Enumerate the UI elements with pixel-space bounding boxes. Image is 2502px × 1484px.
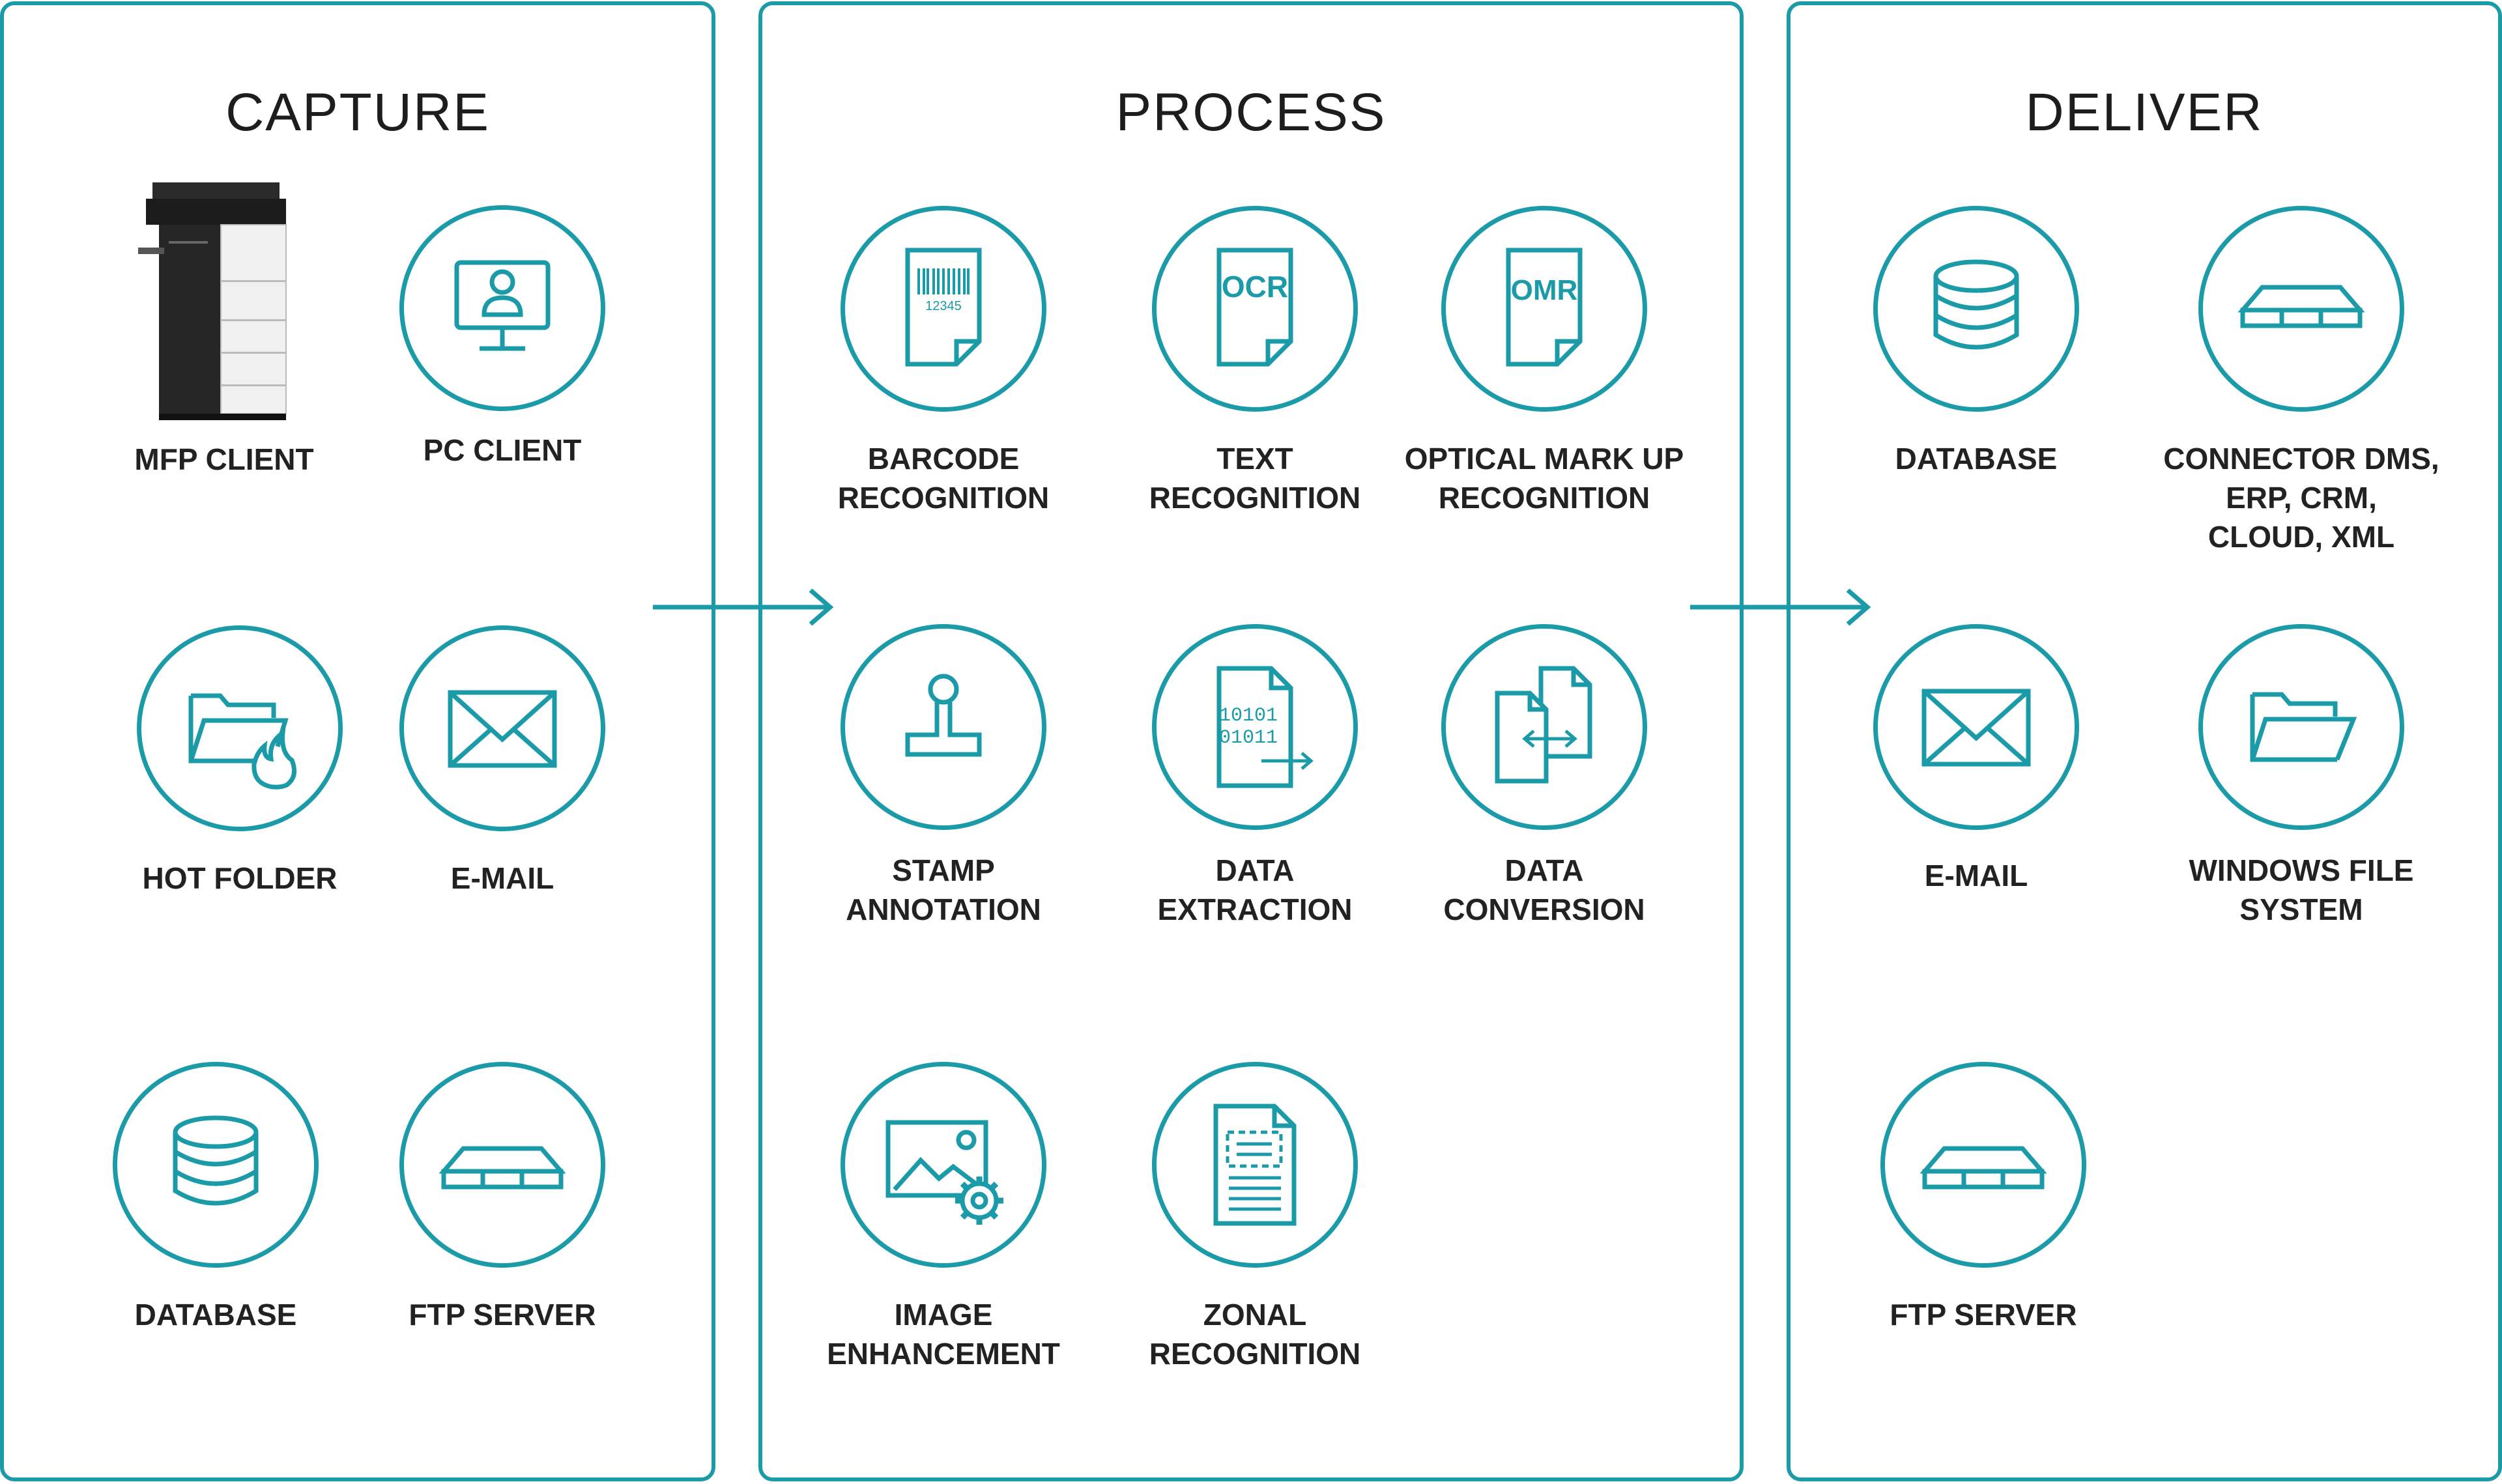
- extraction-circle: [1152, 624, 1358, 830]
- capture-title: CAPTURE: [225, 83, 490, 142]
- data-conversion-icon: [1495, 666, 1592, 784]
- hot-folder-icon: [188, 693, 297, 790]
- mfp-client-label: MFP CLIENT: [134, 442, 314, 476]
- envelope-icon: [448, 690, 557, 768]
- binary-line-2: 01011: [1219, 727, 1278, 749]
- deliver-ftp-label: FTP SERVER: [1890, 1298, 2077, 1332]
- ocr-document-icon: OCR: [1216, 248, 1293, 367]
- zonal-circle: [1152, 1062, 1358, 1268]
- envelope-icon: [1921, 689, 2031, 767]
- mfp-printer-icon: [138, 182, 287, 420]
- capture-panel: CAPTURE MFP CLIENT PC CLIENT: [0, 1, 715, 1481]
- process-panel: PROCESS 12345 BARCODE RECOGNITION OCR: [758, 1, 1744, 1481]
- deliver-email-label: E-MAIL: [1924, 859, 2028, 892]
- stamp-icon: [905, 674, 982, 757]
- barcode-circle: [841, 206, 1046, 412]
- deliver-title: DELIVER: [2025, 83, 2264, 142]
- omr-document-icon: OMR: [1506, 248, 1583, 367]
- database-icon: [173, 1115, 259, 1206]
- stamp-label: STAMP ANNOTATION: [846, 853, 1041, 926]
- extraction-label: DATA EXTRACTION: [1157, 853, 1353, 926]
- text-recognition-circle: [1152, 206, 1358, 412]
- arrow-process-to-deliver-icon: [1690, 588, 1871, 626]
- folder-icon: [2250, 692, 2357, 762]
- binary-line-1: 10101: [1219, 705, 1278, 727]
- server-icon: [1920, 1146, 2047, 1190]
- barcode-label: BARCODE RECOGNITION: [837, 442, 1050, 515]
- pc-client-circle: [399, 205, 605, 411]
- capture-database-circle: [113, 1062, 319, 1268]
- capture-ftp-circle: [399, 1062, 605, 1268]
- windows-fs-label: WINDOWS FILE SYSTEM: [2189, 853, 2414, 926]
- deliver-panel: DELIVER DATABASE CONNECTOR DMS, ERP, CRM…: [1787, 1, 2502, 1481]
- text-recognition-label: TEXT RECOGNITION: [1149, 442, 1361, 515]
- capture-email-label: E-MAIL: [450, 861, 554, 895]
- windows-fs-circle: [2198, 624, 2404, 830]
- barcode-digits: 12345: [925, 299, 962, 313]
- deliver-database-circle: [1873, 206, 2079, 412]
- capture-ftp-label: FTP SERVER: [409, 1298, 596, 1332]
- conversion-circle: [1441, 624, 1647, 830]
- image-enhancement-circle: [841, 1062, 1046, 1268]
- ocr-text: OCR: [1222, 270, 1288, 304]
- omr-label: OPTICAL MARK UP RECOGNITION: [1404, 442, 1684, 515]
- deliver-email-circle: [1873, 624, 2079, 830]
- connector-circle: [2198, 206, 2404, 412]
- server-icon: [2237, 285, 2365, 328]
- database-icon: [1933, 259, 2019, 350]
- deliver-database-label: DATABASE: [1895, 442, 2058, 476]
- connector-label: CONNECTOR DMS, ERP, CRM, CLOUD, XML: [2163, 442, 2439, 554]
- conversion-label: DATA CONVERSION: [1443, 853, 1645, 926]
- server-icon: [439, 1146, 566, 1190]
- process-title: PROCESS: [1115, 83, 1387, 142]
- image-settings-icon: [885, 1120, 1003, 1225]
- capture-email-circle: [399, 625, 605, 831]
- barcode-document-icon: 12345: [905, 248, 982, 367]
- monitor-user-icon: [454, 260, 551, 351]
- omr-text: OMR: [1511, 274, 1578, 306]
- hot-folder-label: HOT FOLDER: [142, 861, 338, 895]
- pc-client-label: PC CLIENT: [423, 433, 582, 467]
- zonal-document-icon: [1213, 1104, 1297, 1226]
- data-extraction-icon: 10101 01011: [1216, 666, 1314, 788]
- stamp-circle: [841, 624, 1046, 830]
- image-enhancement-label: IMAGE ENHANCEMENT: [827, 1298, 1060, 1371]
- capture-database-label: DATABASE: [134, 1298, 297, 1332]
- arrow-capture-to-process-icon: [653, 588, 834, 626]
- hot-folder-circle: [137, 625, 343, 831]
- omr-circle: [1441, 206, 1647, 412]
- zonal-label: ZONAL RECOGNITION: [1149, 1298, 1361, 1371]
- deliver-ftp-circle: [1880, 1062, 2086, 1268]
